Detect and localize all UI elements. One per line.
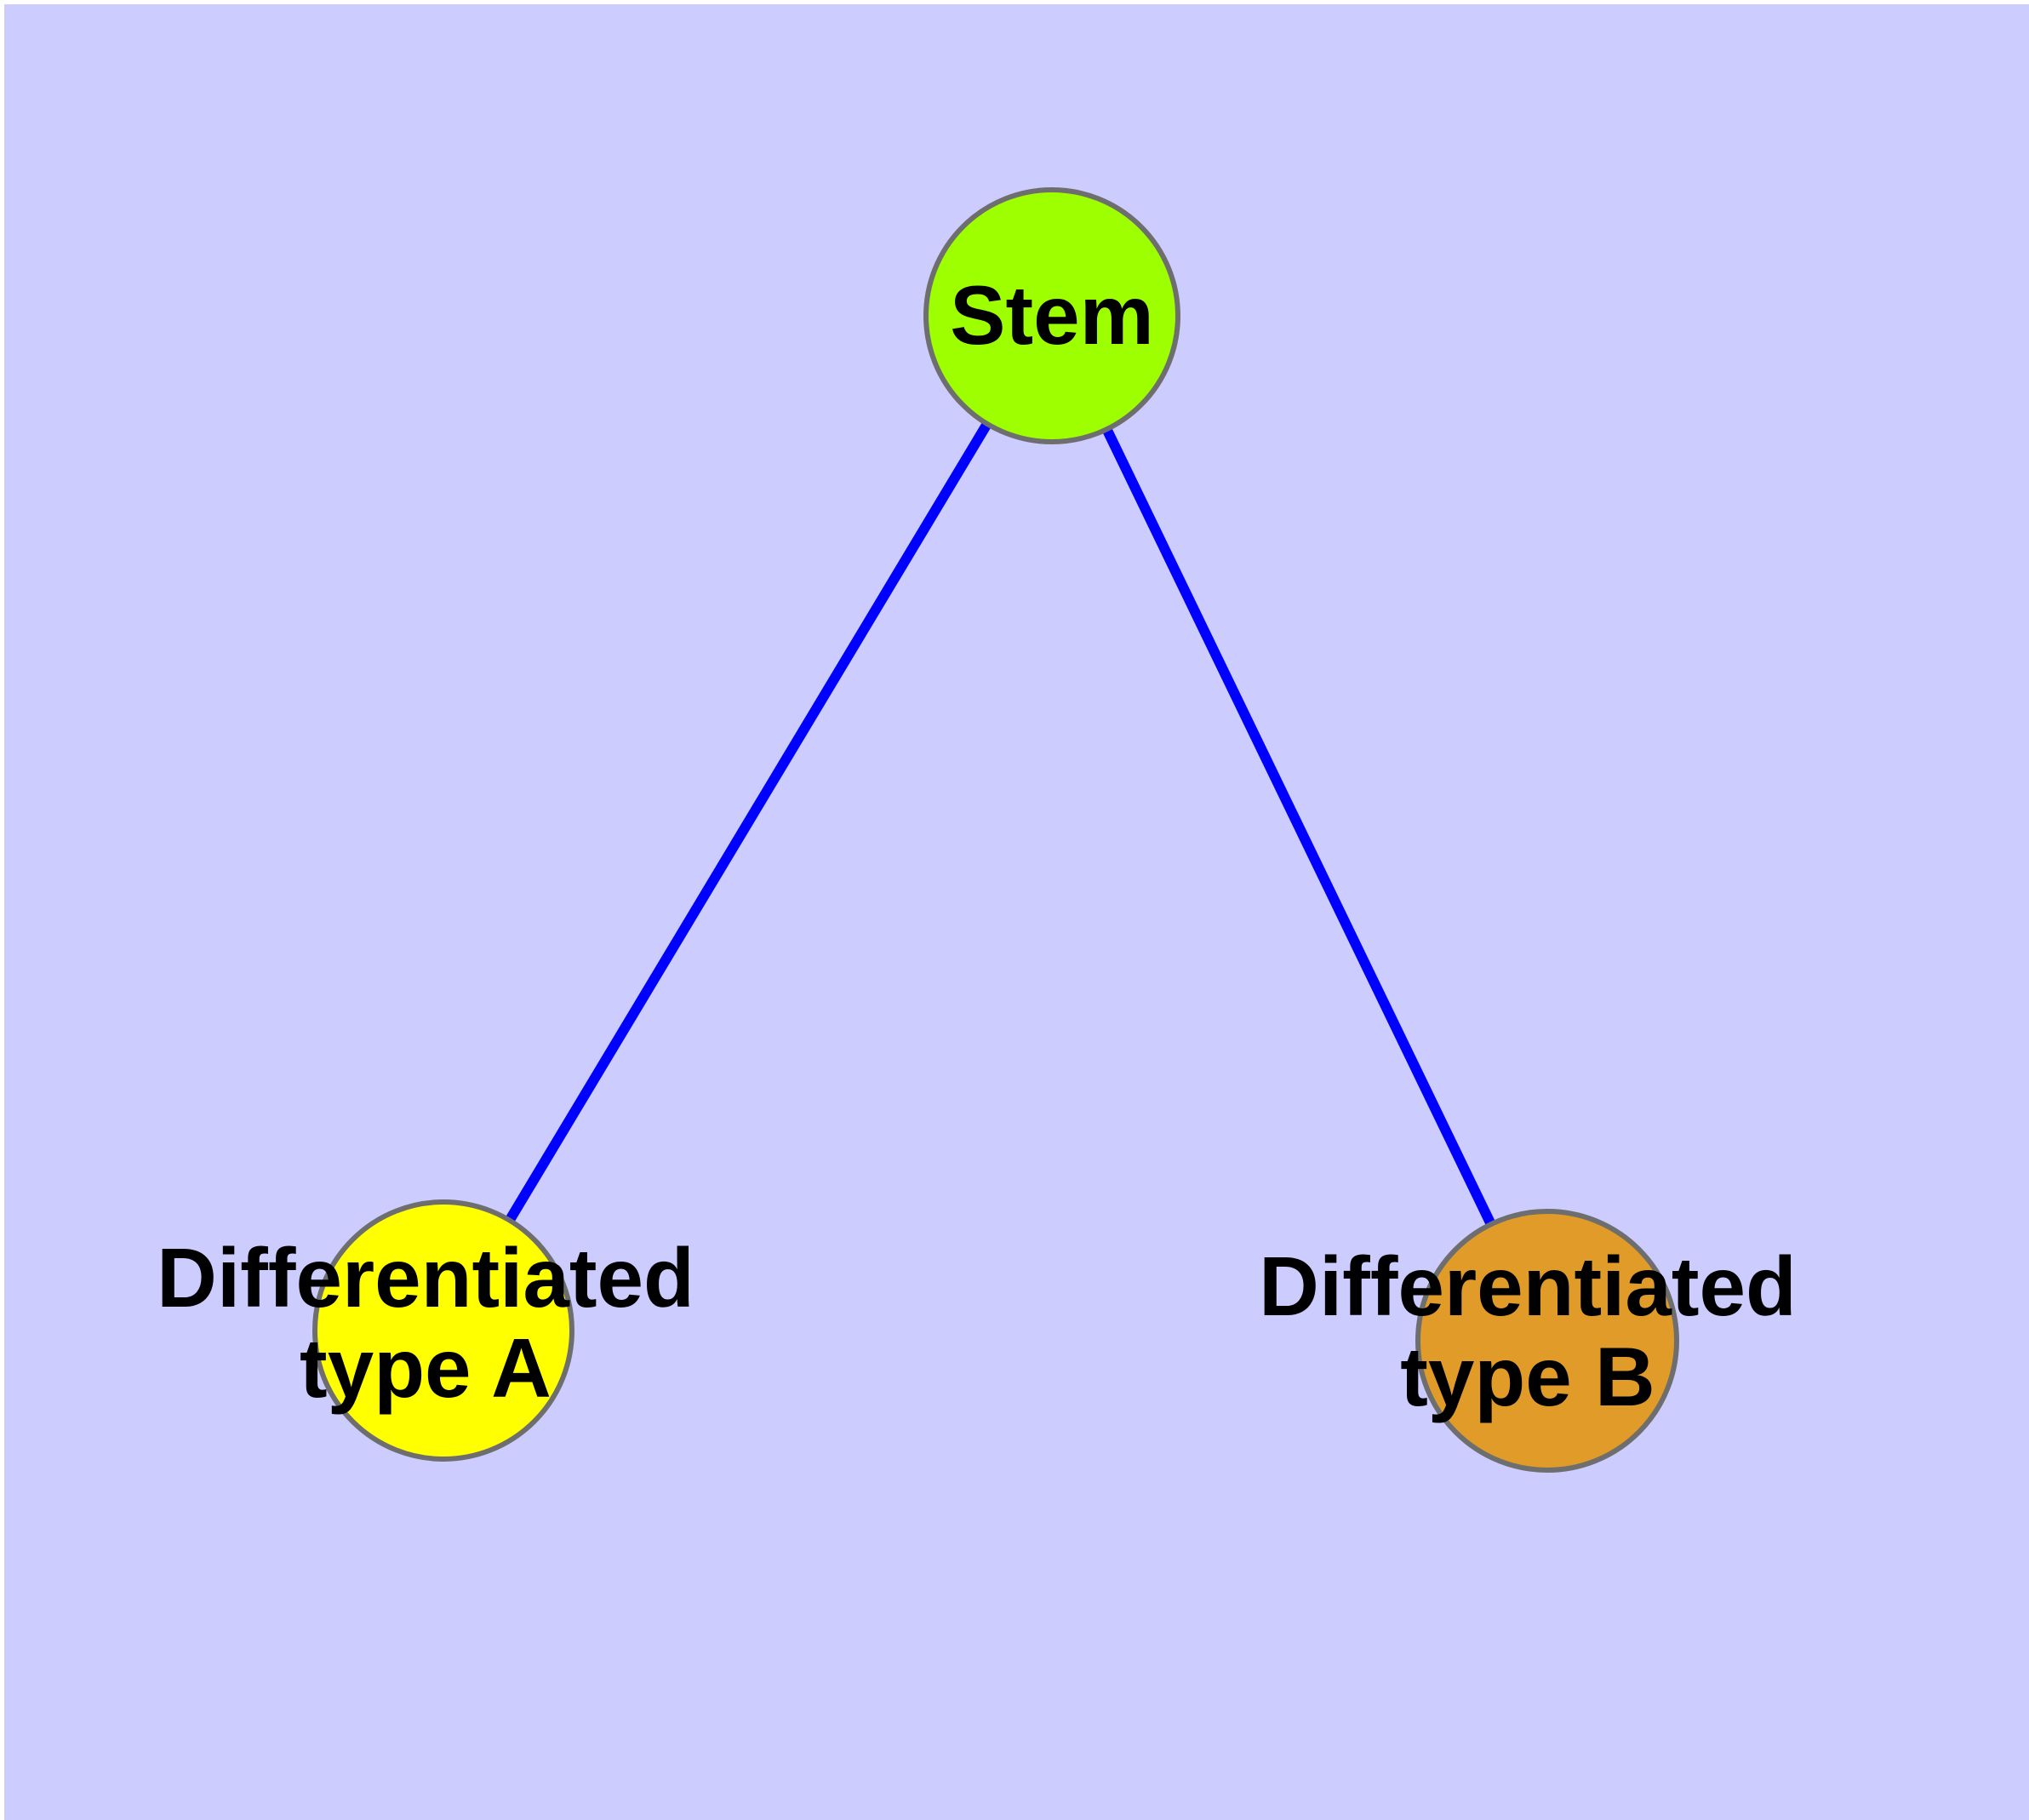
edge-stem-to-diff-a bbox=[438, 312, 1057, 1334]
node-circle-diff_a[interactable] bbox=[312, 1199, 574, 1462]
node-circle-stem[interactable] bbox=[923, 187, 1180, 444]
edge-stem-to-diff-b bbox=[1047, 313, 1552, 1343]
node-layer bbox=[312, 187, 1679, 1473]
edge-layer bbox=[438, 312, 1552, 1343]
node-circle-diff_b[interactable] bbox=[1415, 1209, 1679, 1473]
